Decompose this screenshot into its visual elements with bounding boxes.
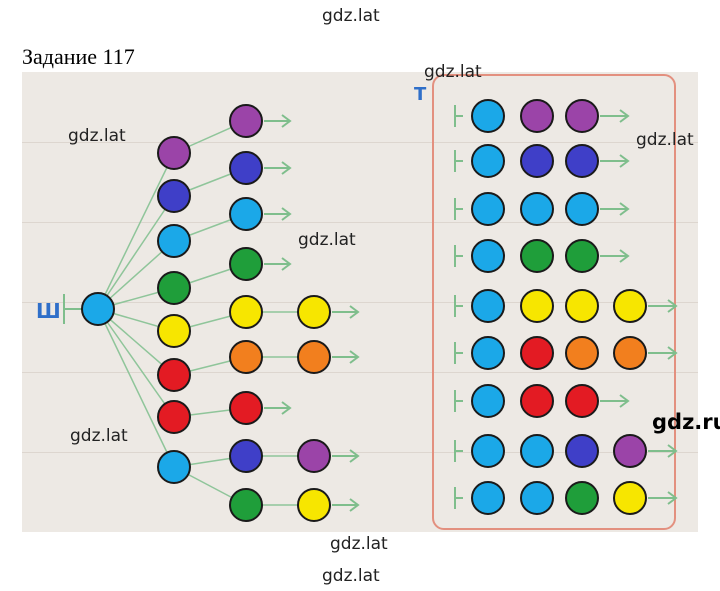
watermark-left-lower: gdz.lat	[70, 426, 128, 446]
bead-blue	[471, 144, 505, 178]
bead-purple	[297, 439, 331, 473]
arrow-head	[349, 449, 360, 463]
arrow-head	[619, 394, 630, 408]
letter-t: Т	[414, 84, 427, 105]
bead-orange	[613, 336, 647, 370]
bead-blue	[471, 481, 505, 515]
arrow-head	[667, 491, 678, 505]
bead-yellow	[520, 289, 554, 323]
bead-blue	[471, 99, 505, 133]
arrow-head	[667, 299, 678, 313]
bead-indigo	[565, 144, 599, 178]
bead-blue	[520, 481, 554, 515]
arrow-head	[667, 444, 678, 458]
bead-blue	[471, 434, 505, 468]
bead-blue	[520, 192, 554, 226]
bead-orange	[565, 336, 599, 370]
bead-yellow	[297, 295, 331, 329]
right-words-frame	[432, 74, 676, 530]
bead-blue	[471, 239, 505, 273]
bead-blue	[520, 434, 554, 468]
bead-purple	[157, 136, 191, 170]
arrow-head	[619, 202, 630, 216]
bead-yellow	[565, 289, 599, 323]
arrow-head	[281, 161, 292, 175]
bead-yellow	[157, 314, 191, 348]
bead-yellow	[613, 481, 647, 515]
scan-line	[22, 222, 698, 223]
arrow-head	[619, 154, 630, 168]
watermark-bottom-2: gdz.lat	[322, 566, 380, 586]
bead-indigo	[520, 144, 554, 178]
arrow-head	[667, 346, 678, 360]
bead-blue	[157, 224, 191, 258]
bead-yellow	[613, 289, 647, 323]
arrow-head	[619, 109, 630, 123]
bead-green	[520, 239, 554, 273]
bead-blue	[229, 197, 263, 231]
bead-indigo	[565, 434, 599, 468]
bead-red	[520, 384, 554, 418]
bead-yellow	[229, 295, 263, 329]
bead-red	[157, 358, 191, 392]
tree-edge	[97, 308, 175, 418]
tree-edge	[97, 152, 175, 310]
bead-red	[157, 400, 191, 434]
scan-line	[22, 142, 698, 143]
bead-blue	[471, 336, 505, 370]
bead-orange	[297, 340, 331, 374]
bead-blue	[81, 292, 115, 326]
bead-indigo	[157, 179, 191, 213]
bead-green	[229, 247, 263, 281]
letter-sh: Ш	[36, 299, 61, 323]
bead-purple	[613, 434, 647, 468]
watermark-right: gdz.lat	[636, 130, 694, 150]
bead-green	[565, 481, 599, 515]
bead-yellow	[297, 488, 331, 522]
bead-indigo	[229, 151, 263, 185]
task-title: Задание 117	[22, 44, 135, 69]
bead-blue	[157, 450, 191, 484]
arrow-head	[619, 249, 630, 263]
bead-blue	[565, 192, 599, 226]
tree-edge	[97, 308, 175, 468]
watermark-top: gdz.lat	[322, 6, 380, 26]
bead-blue	[471, 289, 505, 323]
bead-blue	[471, 192, 505, 226]
arrow-head	[349, 305, 360, 319]
bead-green	[229, 488, 263, 522]
arrow-head	[281, 207, 292, 221]
watermark-center: gdz.lat	[298, 230, 356, 250]
watermark-bottom-1: gdz.lat	[330, 534, 388, 554]
bead-red	[229, 391, 263, 425]
watermark-top-right: gdz.lat	[424, 62, 482, 82]
bead-red	[565, 384, 599, 418]
arrow-head	[281, 114, 292, 128]
bead-orange	[229, 340, 263, 374]
arrow-head	[349, 350, 360, 364]
bead-red	[520, 336, 554, 370]
scan-line	[22, 302, 698, 303]
watermark-left-upper: gdz.lat	[68, 126, 126, 146]
arrow-head	[281, 257, 292, 271]
arrow-head	[281, 401, 292, 415]
tree-edge	[97, 195, 175, 310]
bead-green	[157, 271, 191, 305]
bead-purple	[520, 99, 554, 133]
scan-line	[22, 452, 698, 453]
bead-purple	[565, 99, 599, 133]
scan-line	[22, 372, 698, 373]
bead-blue	[471, 384, 505, 418]
watermark-gdz-ru: gdz.ru	[652, 410, 720, 434]
bead-green	[565, 239, 599, 273]
bead-indigo	[229, 439, 263, 473]
bead-purple	[229, 104, 263, 138]
arrow-head	[349, 498, 360, 512]
